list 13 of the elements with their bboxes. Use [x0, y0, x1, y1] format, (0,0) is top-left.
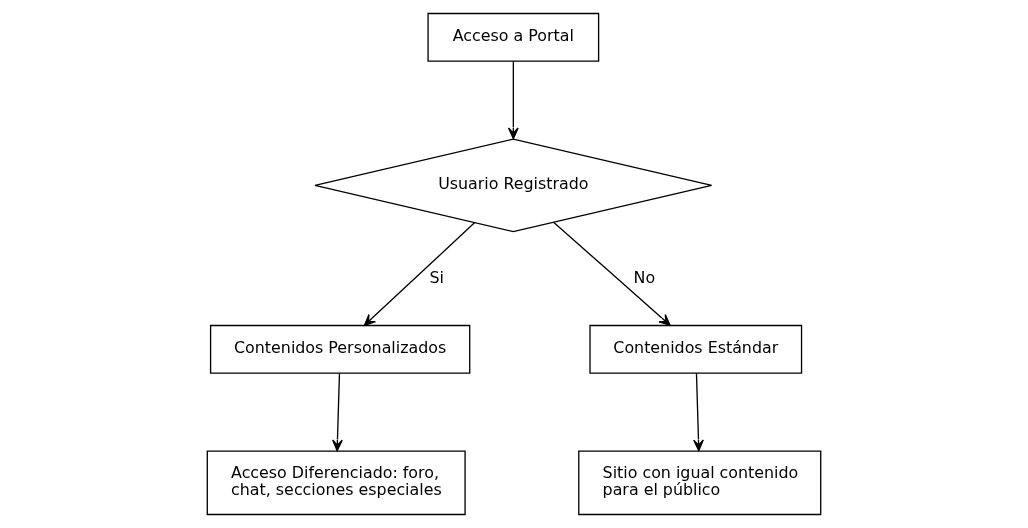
- node-box: Contenidos Personalizados: [209, 324, 471, 374]
- node-box: Acceso Diferenciado: foro, chat, secciones especiales: [206, 450, 466, 516]
- arrow: [693, 372, 704, 452]
- node-diamond: Usuario Registrado: [314, 138, 713, 233]
- node-box: Contenidos Estándar: [589, 324, 803, 374]
- arrow: [332, 372, 343, 452]
- arrow: [507, 60, 519, 140]
- arrow: [553, 221, 671, 326]
- node-box: Acceso a Portal: [427, 12, 600, 62]
- node-box: Sitio con igual contenido para el público: [578, 450, 822, 516]
- edge-label: No: [633, 267, 656, 287]
- edge-label: Si: [429, 267, 445, 287]
- arrow: [363, 222, 476, 326]
